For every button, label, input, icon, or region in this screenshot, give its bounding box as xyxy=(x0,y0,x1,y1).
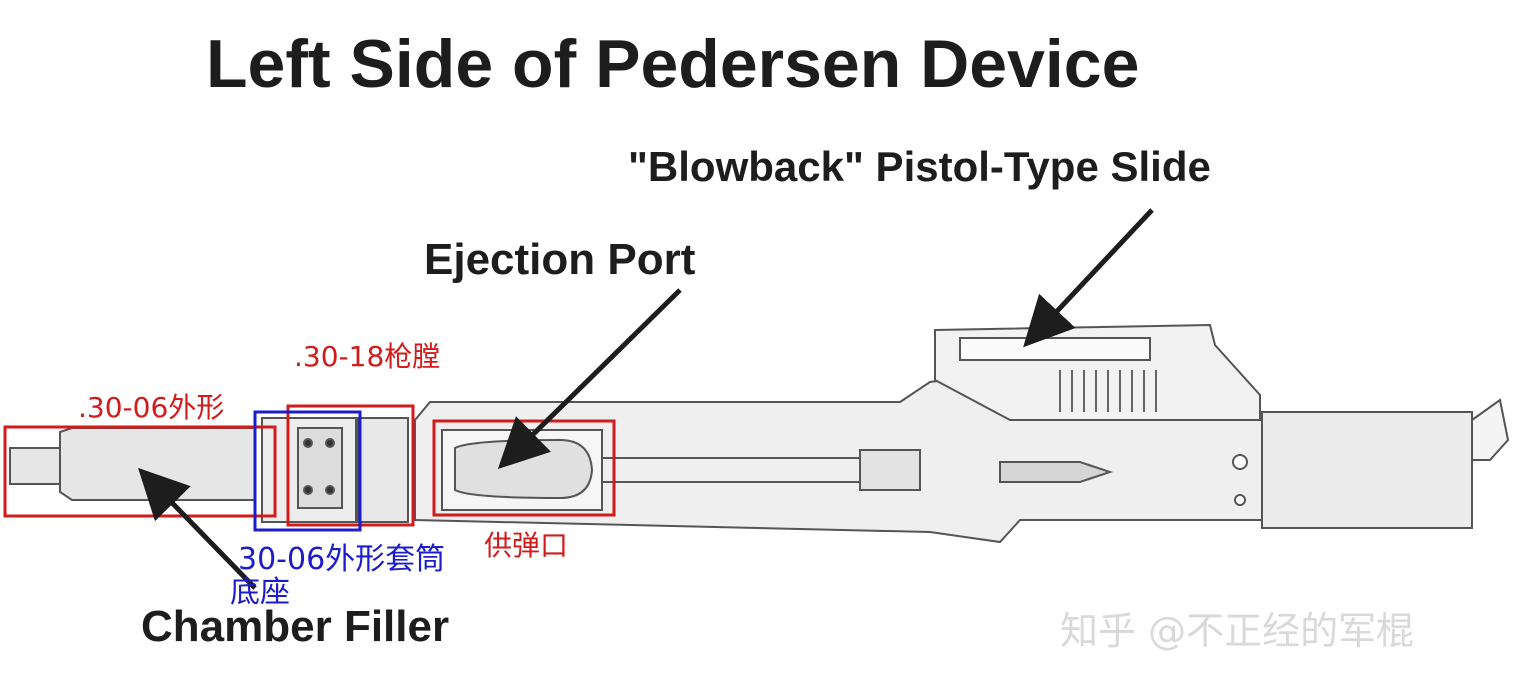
ejection-port-label: Ejection Port xyxy=(424,235,696,284)
pistol-slide xyxy=(934,323,1261,421)
chamber-3018-annotation: .30-18枪膛 xyxy=(294,340,441,373)
sleeve-body xyxy=(261,417,409,523)
chamber-3018-box xyxy=(286,404,415,527)
chamber-filler-arrow xyxy=(138,467,257,590)
chamber-filler-label: Chamber Filler xyxy=(141,602,450,651)
rear-section xyxy=(1261,398,1510,529)
diagram-title: Left Side of Pedersen Device xyxy=(206,26,1140,102)
receiver-body xyxy=(414,370,1281,544)
profile-3006-annotation: .30-06外形 xyxy=(78,391,225,424)
blue-annotation-box xyxy=(253,410,362,532)
callout-arrows xyxy=(138,208,1154,590)
watermark: 知乎 @不正经的军棍 xyxy=(1060,609,1415,653)
feed-port-annotation: 供弹口 xyxy=(484,529,569,562)
ejection-port-arrow xyxy=(497,288,682,470)
slide-arrow xyxy=(1023,208,1154,348)
slide-label: "Blowback" Pistol-Type Slide xyxy=(628,143,1211,190)
chamber-filler-body xyxy=(9,427,256,501)
base-annotation: 底座 xyxy=(230,575,290,610)
sleeve-3006-annotation: 30-06外形套筒 xyxy=(238,542,446,577)
sleeve-3006-box xyxy=(253,410,362,532)
